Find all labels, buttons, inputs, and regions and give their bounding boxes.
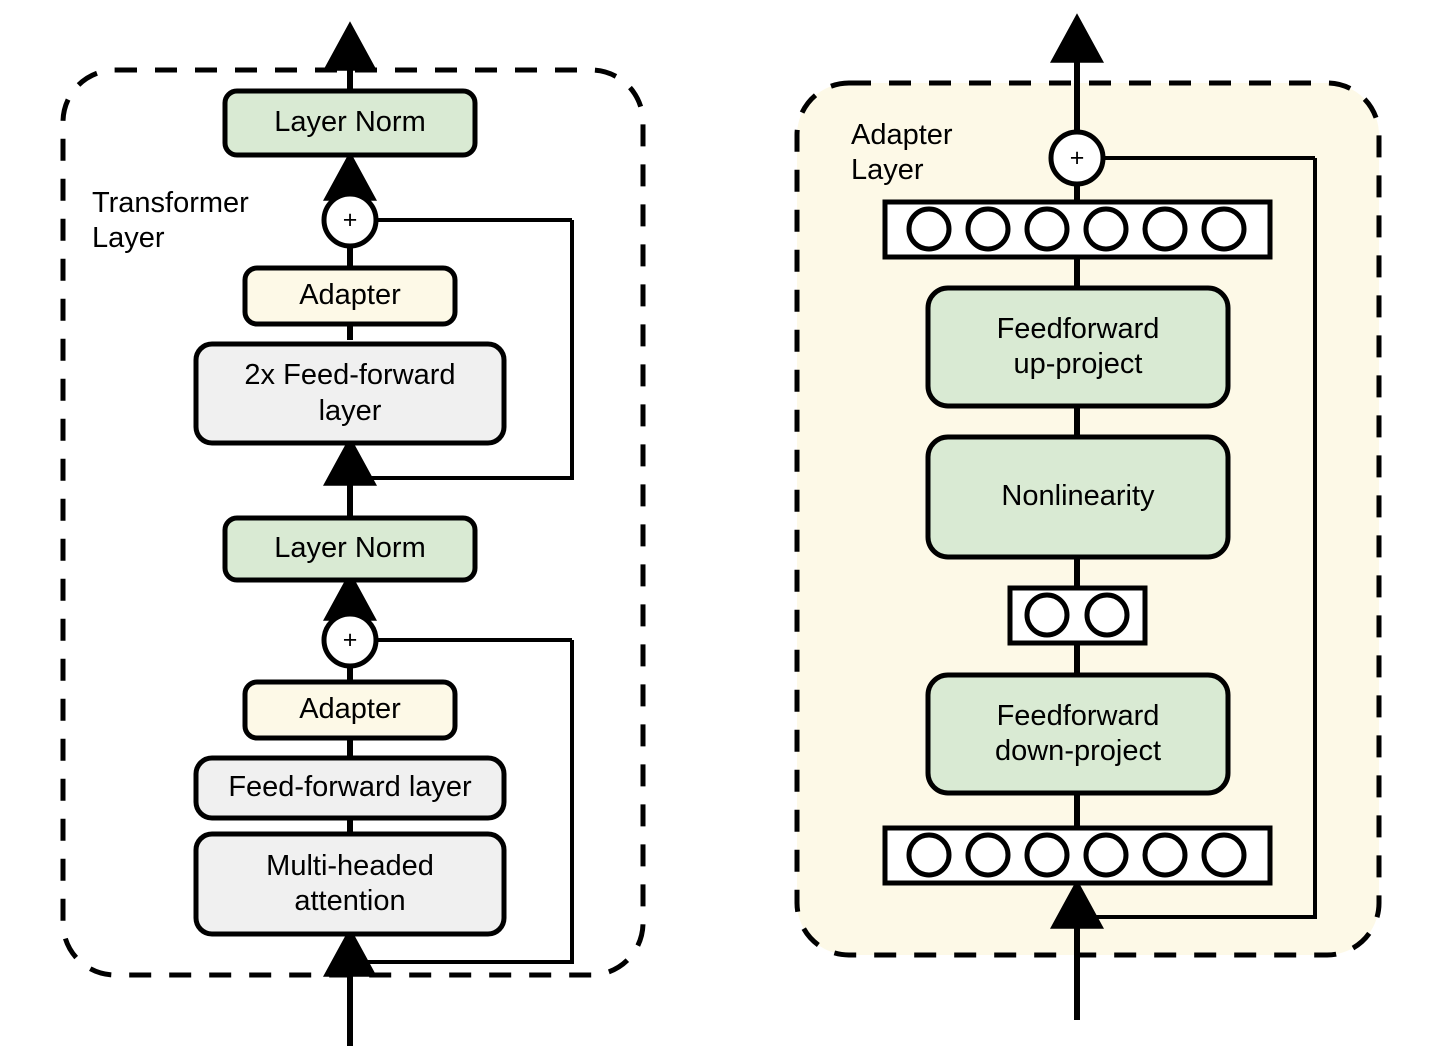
neuron-row-top [882, 199, 1273, 260]
block-layer-norm-top [222, 88, 478, 158]
adder-symbol-adapter: + [1069, 143, 1085, 172]
adder-circle-adapter [1048, 129, 1106, 187]
adder-circle-top [321, 191, 379, 249]
block-feed-forward-2x [193, 341, 507, 446]
adapter-layer-caption: Adapter Layer [851, 119, 953, 187]
left-skip-bottom [350, 640, 574, 964]
left-skip-top [350, 220, 574, 480]
neuron-row-bottom [882, 825, 1273, 886]
block-nonlinearity [925, 434, 1231, 560]
adder-circle-bottom [321, 611, 379, 669]
block-layer-norm-mid [222, 515, 478, 583]
block-multi-headed-attention [193, 831, 507, 937]
block-feedforward-down-project [925, 672, 1231, 796]
block-adapter-top [242, 265, 458, 327]
right-skip [1077, 158, 1317, 919]
block-feed-forward-layer [193, 755, 507, 821]
block-adapter-bottom [242, 679, 458, 741]
adder-symbol-bottom: + [342, 625, 358, 654]
adder-symbol-top: + [342, 205, 358, 234]
neuron-row-bottleneck [1007, 585, 1148, 646]
block-feedforward-up-project [925, 285, 1231, 409]
transformer-layer-caption: Transformer Layer [92, 187, 249, 255]
